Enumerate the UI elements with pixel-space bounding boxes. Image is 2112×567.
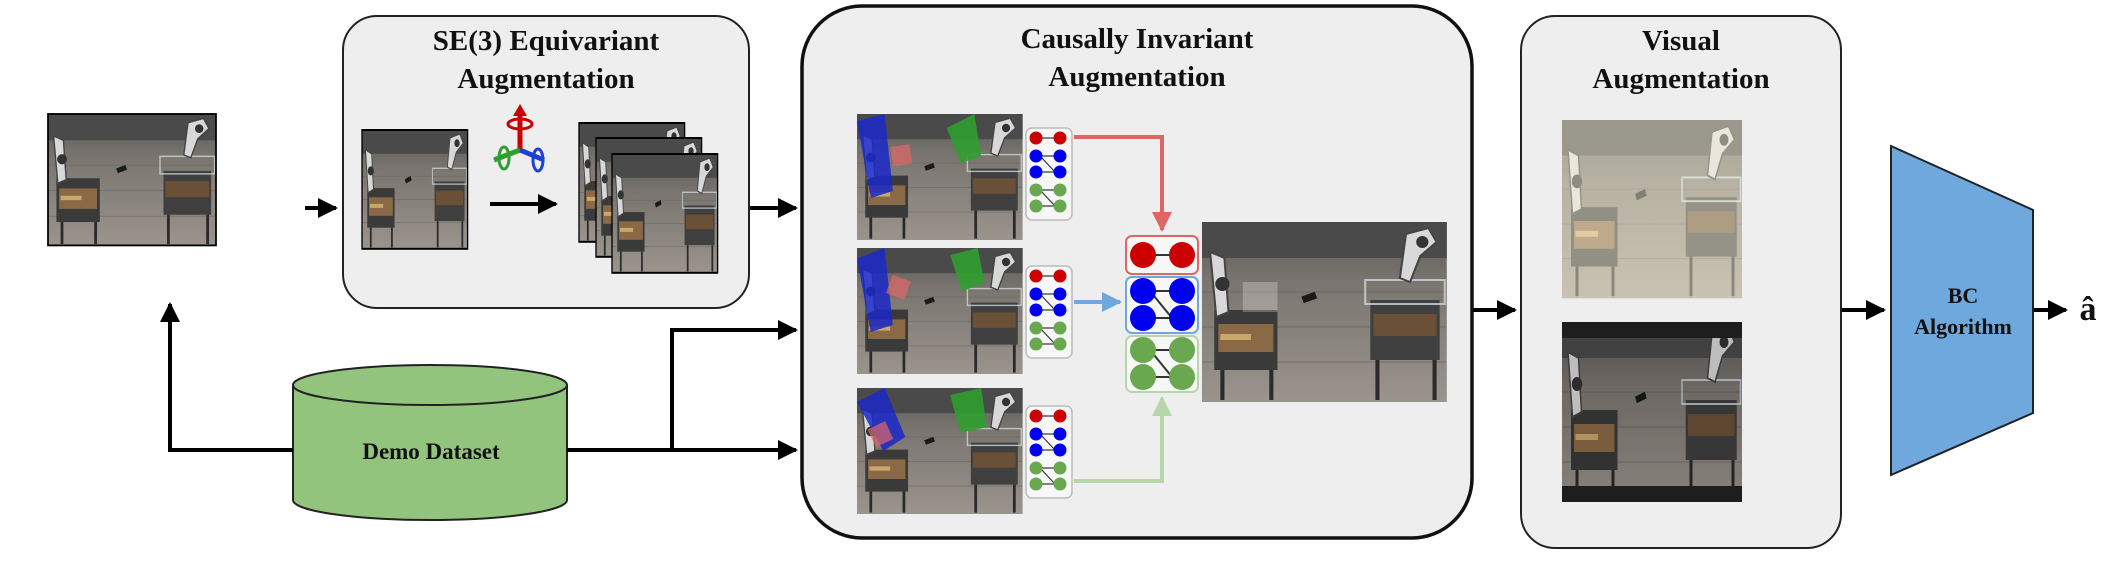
causal-graph-icon — [1025, 405, 1073, 499]
causal-scene-3 — [855, 386, 1025, 516]
bc-label-line1: BC — [1948, 283, 1979, 308]
se3-augmented-stack — [577, 121, 719, 275]
bc-label-line2: Algorithm — [1914, 314, 2012, 339]
causal-scene-2 — [855, 246, 1025, 376]
demo-dataset-label: Demo Dataset — [362, 439, 500, 464]
action-output-symbol: â — [2080, 291, 2097, 328]
visual-bright-image — [1560, 118, 1744, 301]
se3-title-line1: SE(3) Equivariant — [433, 25, 660, 57]
red-selection-arrow — [1074, 135, 1172, 232]
bc-algorithm-block — [1890, 144, 2034, 477]
rotation-axes-icon — [493, 104, 545, 173]
visual-title-line2: Augmentation — [1592, 63, 1769, 95]
causal-title-line2: Augmentation — [1048, 61, 1225, 93]
causal-graph-icon — [1025, 265, 1073, 359]
arrow-dataset-to-causal-upper — [567, 320, 798, 452]
arrow-dataset-to-input — [160, 302, 293, 452]
merged-green-group — [1125, 335, 1199, 393]
green-selection-arrow — [1074, 396, 1172, 483]
causal-graph-icon — [1025, 127, 1073, 221]
causal-title-line1: Causally Invariant — [1021, 23, 1254, 55]
causal-scene-1 — [855, 112, 1025, 242]
se3-source-image — [360, 128, 469, 251]
merged-red-group — [1125, 235, 1199, 275]
causal-output-image — [1202, 222, 1447, 402]
demo-dataset-cylinder — [292, 364, 568, 521]
visual-dark-image — [1560, 320, 1744, 504]
input-scene-image — [46, 112, 218, 247]
visual-title-line1: Visual — [1642, 25, 1720, 57]
merged-blue-group — [1125, 276, 1199, 334]
se3-title-line2: Augmentation — [457, 63, 634, 95]
